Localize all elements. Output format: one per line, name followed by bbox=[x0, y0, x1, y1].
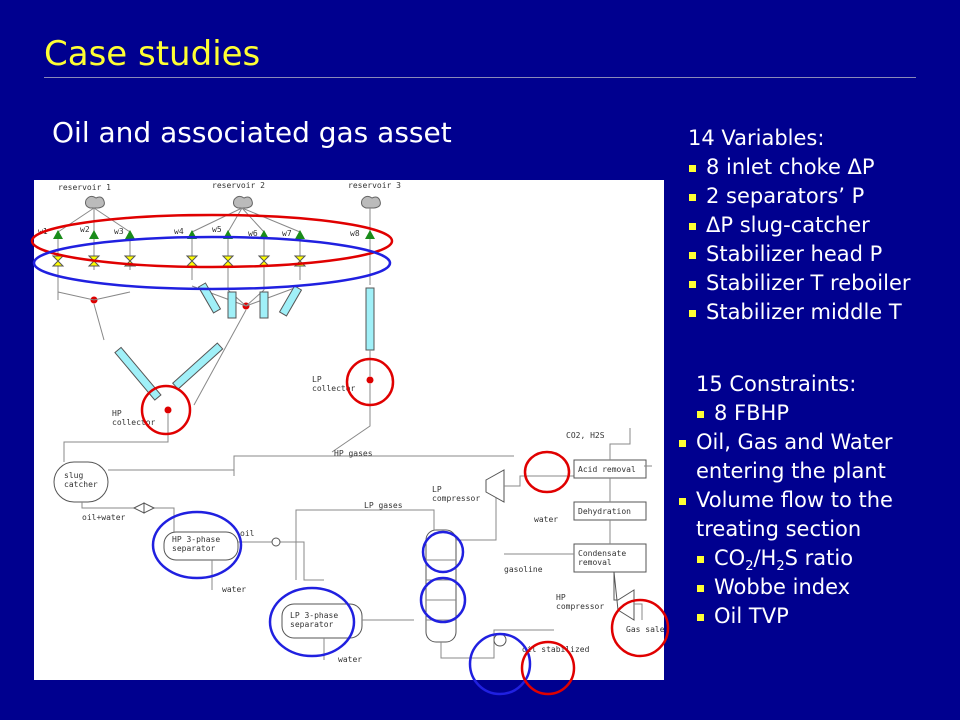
slide-title: Case studies bbox=[44, 34, 261, 74]
reservoir-label: reservoir 2 bbox=[212, 181, 265, 190]
constraint-item: Wobbe index bbox=[696, 573, 948, 602]
well-label: w8 bbox=[350, 229, 360, 238]
constraints-heading: 15 Constraints: bbox=[696, 372, 857, 396]
variables-heading: 14 Variables: bbox=[688, 126, 825, 150]
reservoir-2: reservoir 2 bbox=[212, 181, 265, 209]
well-label: w5 bbox=[212, 225, 222, 234]
constraint-item: Oil, Gas and Water entering the plant bbox=[678, 428, 948, 486]
pipelines bbox=[114, 282, 375, 401]
stabilizer-column bbox=[425, 529, 457, 643]
reservoir-label: reservoir 1 bbox=[58, 183, 111, 192]
water-label: water bbox=[222, 585, 246, 594]
variable-item: ΔP slug-catcher bbox=[688, 211, 911, 240]
co2-h2s-label: CO2, H2S bbox=[566, 431, 605, 440]
dehydration-label: Dehydration bbox=[578, 507, 631, 516]
oil-stabilized-label: oil stabilized bbox=[522, 645, 590, 654]
well-label: w2 bbox=[80, 225, 90, 234]
gas-sale-label: Gas sale bbox=[626, 625, 664, 634]
acid-removal-label: Acid removal bbox=[578, 465, 636, 474]
variable-item: Stabilizer head P bbox=[688, 240, 911, 269]
constraint-item: Oil TVP bbox=[696, 602, 948, 631]
hp-gases-label: HP gases bbox=[334, 449, 373, 458]
constraint-item: 8 FBHP bbox=[696, 399, 948, 428]
reservoir-label: reservoir 3 bbox=[348, 181, 401, 190]
water-label: water bbox=[338, 655, 362, 664]
variable-item: Stabilizer middle T bbox=[688, 298, 911, 327]
well-label: w6 bbox=[248, 229, 258, 238]
variable-item: 2 separators’ P bbox=[688, 182, 911, 211]
well-label: w4 bbox=[174, 227, 184, 236]
constraint-item: Volume flow to the treating section bbox=[678, 486, 948, 544]
oil-water-label: oil+water bbox=[82, 513, 126, 522]
well-label: w1 bbox=[38, 227, 48, 236]
reservoir-1: reservoir 1 bbox=[58, 183, 111, 209]
gasoline-label: gasoline bbox=[504, 565, 543, 574]
oil-label: oil bbox=[240, 529, 255, 538]
variables-panel: 14 Variables: 8 inlet choke ΔP 2 separat… bbox=[688, 124, 911, 327]
variable-item: Stabilizer T reboiler bbox=[688, 269, 911, 298]
choke-valves bbox=[51, 255, 307, 267]
lp-gases-label: LP gases bbox=[364, 501, 403, 510]
slide-subtitle: Oil and associated gas asset bbox=[52, 116, 452, 149]
slug-catcher bbox=[53, 461, 109, 503]
reservoir-3: reservoir 3 bbox=[348, 181, 401, 209]
constraints-panel: 15 Constraints: 8 FBHP Oil, Gas and Wate… bbox=[679, 370, 948, 631]
hp-compressor bbox=[613, 571, 635, 621]
lp-compressor bbox=[485, 469, 505, 503]
variable-item: 8 inlet choke ΔP bbox=[688, 153, 911, 182]
well-label: w7 bbox=[282, 229, 292, 238]
process-flow-diagram: reservoir 1 reservoir 2 reservoir 3 w1 w… bbox=[34, 180, 665, 680]
title-divider bbox=[44, 77, 916, 78]
water-label: water bbox=[534, 515, 558, 524]
constraint-item-ratio: CO2/H2S ratio bbox=[696, 544, 948, 573]
well-label: w3 bbox=[114, 227, 124, 236]
